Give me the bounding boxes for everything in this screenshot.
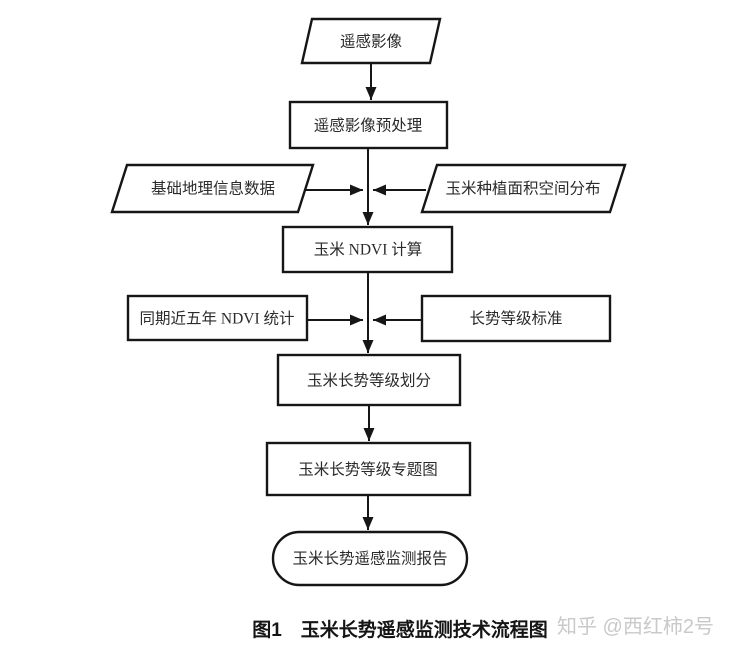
node-label: 长势等级标准 (469, 310, 562, 328)
process-shape (276, 353, 462, 407)
node-label: 遥感影像 (340, 33, 403, 51)
process-shape (420, 294, 612, 343)
parallelogram-shape (300, 17, 442, 65)
node-grade-standard: 长势等级标准 (420, 294, 612, 343)
process-shape (288, 100, 449, 150)
node-label: 遥感影像预处理 (314, 117, 423, 135)
node-thematic-map: 玉米长势等级专题图 (265, 441, 472, 497)
watermark-text: 知乎 @西红柿2号 (557, 615, 714, 638)
node-label: 基础地理信息数据 (151, 180, 275, 198)
parallelogram-shape (110, 163, 315, 214)
flowchart-edges (303, 63, 426, 530)
node-remote-sensing-image: 遥感影像 (300, 17, 442, 65)
process-shape (265, 441, 472, 497)
node-grade-classification: 玉米长势等级划分 (276, 353, 462, 407)
node-monitoring-report: 玉米长势遥感监测报告 (271, 530, 469, 587)
process-shape (281, 225, 454, 274)
node-label: 玉米长势等级专题图 (298, 461, 438, 479)
terminator-shape (271, 530, 469, 587)
node-corn-area-distribution: 玉米种植面积空间分布 (420, 163, 627, 214)
node-preprocessing: 遥感影像预处理 (288, 100, 449, 150)
parallelogram-shape (420, 163, 627, 214)
node-label: 玉米长势遥感监测报告 (292, 550, 447, 568)
node-label: 玉米长势等级划分 (307, 372, 431, 390)
node-basic-geo-data: 基础地理信息数据 (110, 163, 315, 214)
figure-caption: 图1 玉米长势遥感监测技术流程图 (252, 618, 548, 641)
process-shape (126, 294, 309, 342)
node-ndvi-calc: 玉米 NDVI 计算 (281, 225, 454, 274)
node-label: 同期近五年 NDVI 统计 (140, 310, 295, 328)
node-ndvi-stats-5yr: 同期近五年 NDVI 统计 (126, 294, 309, 342)
node-label: 玉米 NDVI 计算 (314, 240, 423, 259)
node-label: 玉米种植面积空间分布 (445, 180, 600, 198)
